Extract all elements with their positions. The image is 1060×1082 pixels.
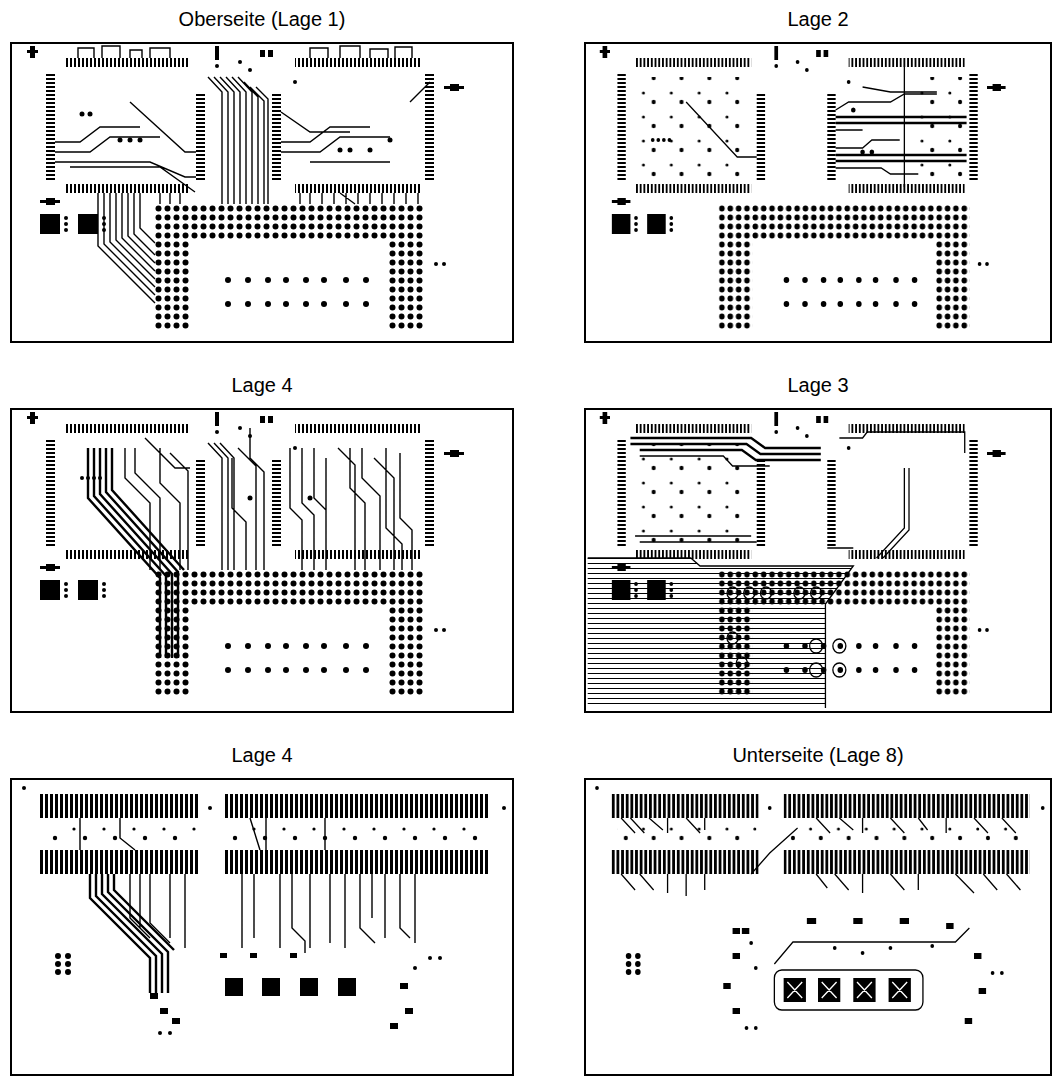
layer-panel: Lage 4	[10, 738, 514, 1076]
layer-title: Unterseite (Lage 8)	[584, 738, 1052, 772]
board-outline	[10, 778, 514, 1076]
layer-artwork	[595, 786, 1044, 1030]
board-outline	[10, 42, 514, 343]
board-outline	[584, 778, 1052, 1076]
layer-artwork	[27, 46, 464, 330]
layer-artwork	[600, 46, 1006, 330]
layer-artwork	[588, 412, 1006, 708]
layer-panel: Lage 3	[584, 368, 1052, 713]
board-outline	[10, 408, 514, 713]
layer-artwork	[22, 786, 506, 1035]
layer-title: Lage 2	[584, 2, 1052, 36]
layer-panel: Lage 4	[10, 368, 514, 713]
layer-panel: Oberseite (Lage 1)	[10, 2, 514, 343]
layer-artwork	[27, 412, 464, 696]
layer-panel: Lage 2	[584, 2, 1052, 343]
layer-panel: Unterseite (Lage 8)	[584, 738, 1052, 1076]
board-outline	[584, 408, 1052, 713]
layer-title: Lage 4	[10, 738, 514, 772]
board-outline	[584, 42, 1052, 343]
layer-title: Oberseite (Lage 1)	[10, 2, 514, 36]
layer-title: Lage 4	[10, 368, 514, 402]
layer-title: Lage 3	[584, 368, 1052, 402]
